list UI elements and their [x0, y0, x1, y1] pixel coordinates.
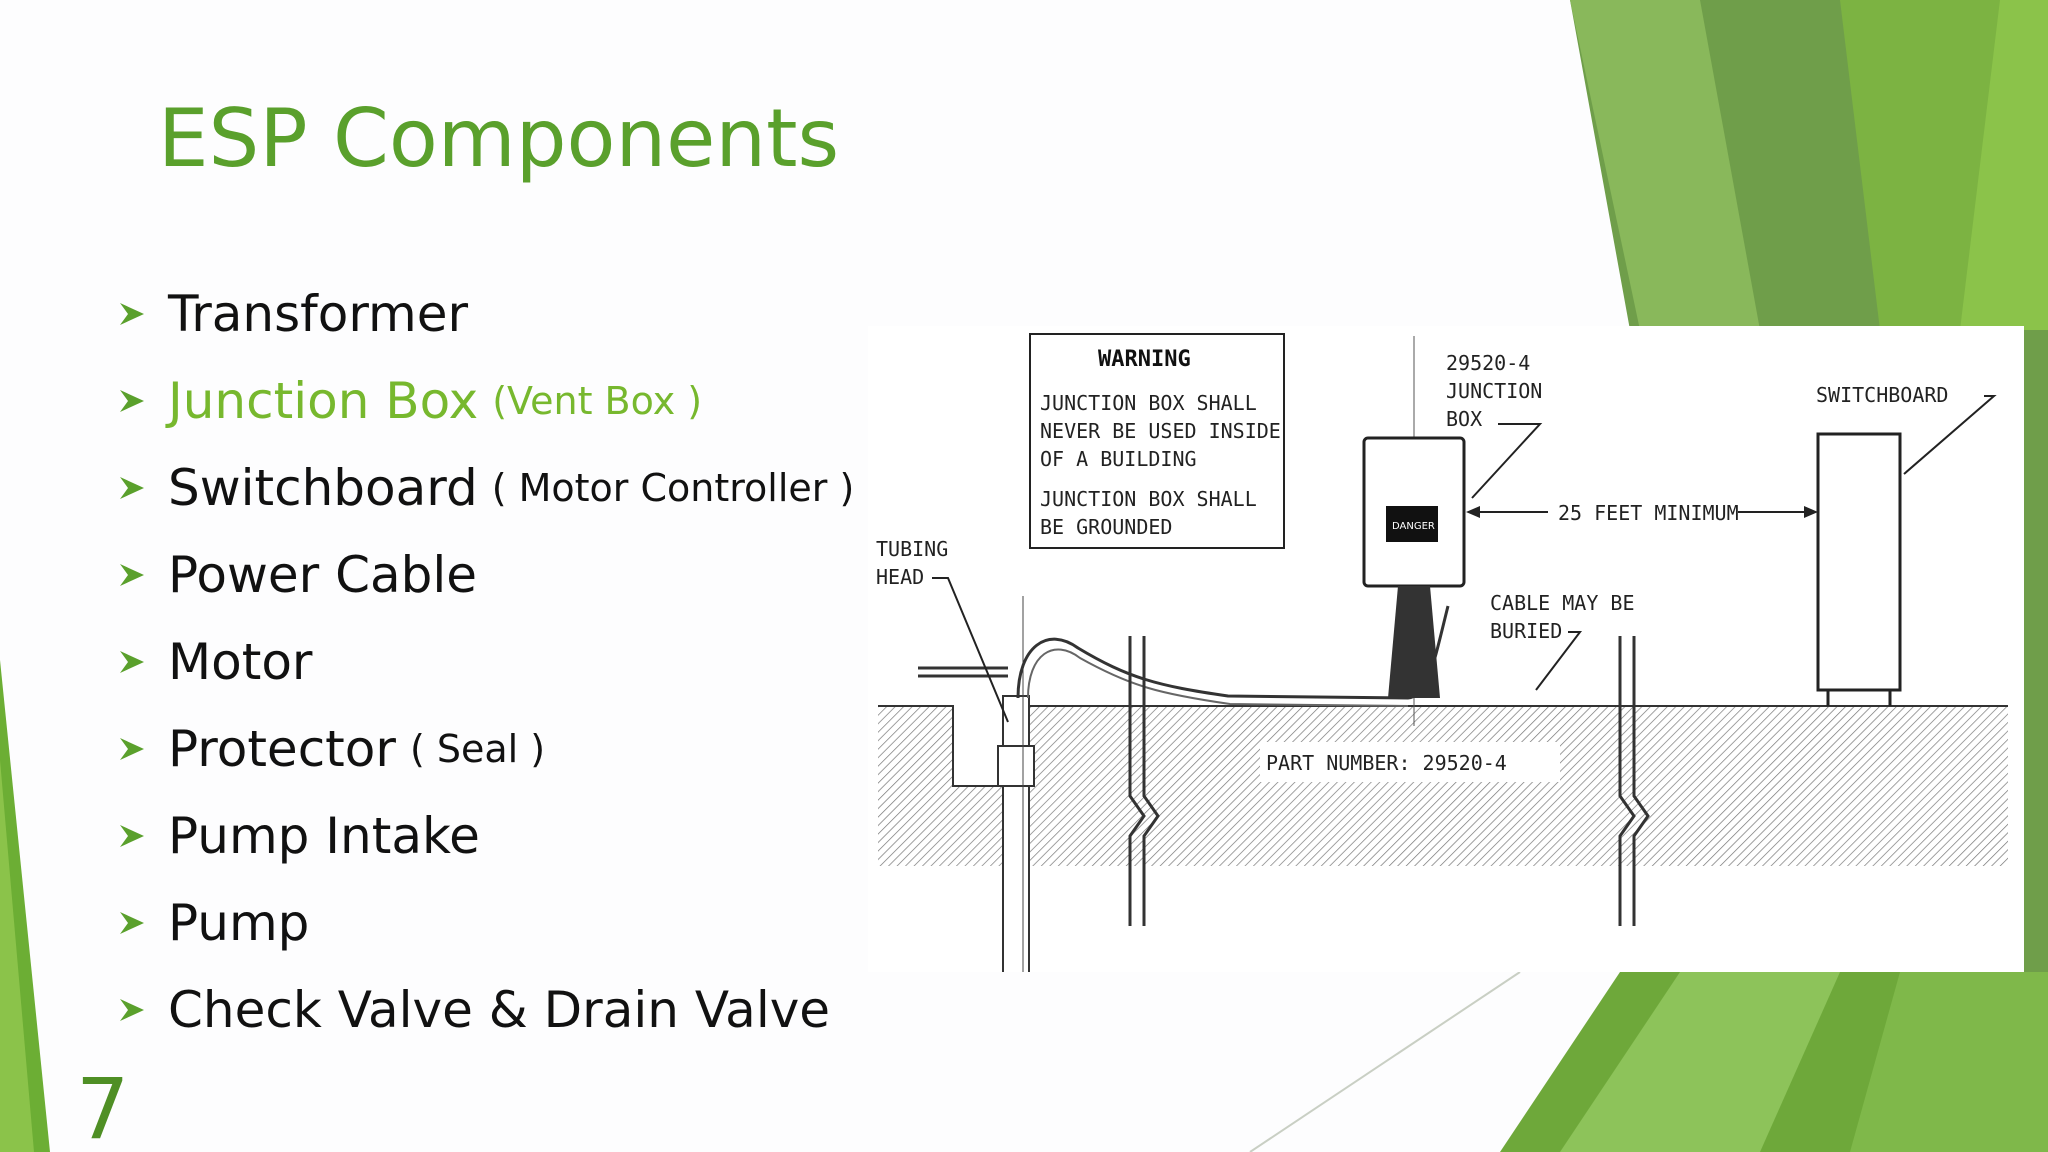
pipe-break-left-2	[1142, 636, 1160, 926]
list-item: Check Valve & Drain Valve	[118, 966, 854, 1053]
jb-label: BOX	[1446, 407, 1482, 431]
power-cable	[1016, 605, 1450, 700]
power-cable-shadow	[1027, 648, 1409, 707]
page-number: 7	[76, 1060, 130, 1152]
pipe-break-right	[1618, 636, 1636, 926]
arrow-bullet-icon	[118, 381, 168, 421]
warning-line: BE GROUNDED	[1040, 515, 1172, 539]
arrow-bullet-icon	[118, 903, 168, 943]
list-item-label: Power Cable	[168, 545, 478, 604]
cable-label: CABLE MAY BE	[1490, 591, 1635, 615]
warning-sign	[1029, 333, 1285, 549]
tubing-label: HEAD	[876, 565, 924, 589]
junction-box-diagram: DANGER WARNING JUNCTION BOX SHALL NEVER …	[868, 326, 2024, 972]
list-item: Protector ( Seal )	[118, 705, 854, 792]
list-item-label: Check Valve & Drain Valve	[168, 980, 831, 1039]
list-item-label: Junction Box	[168, 371, 479, 430]
list-item-label: Pump	[168, 893, 310, 952]
arrow-bullet-icon	[118, 816, 168, 856]
arrow-bullet-icon	[118, 555, 168, 595]
list-item-label: Pump Intake	[168, 806, 480, 865]
warning-title: WARNING	[1098, 347, 1191, 372]
bg-light-band	[1570, 0, 1760, 330]
tubing-string	[1002, 695, 1030, 972]
tubing-head	[997, 745, 1035, 787]
arrowhead-left	[1466, 506, 1480, 518]
danger-plate-label: DANGER	[1392, 521, 1435, 532]
bg-thin-line	[1249, 971, 1521, 1152]
list-item-label: Transformer	[168, 284, 469, 343]
list-item-label: Switchboard	[168, 458, 478, 517]
jb-part-label: 29520-4	[1446, 351, 1530, 375]
arrow-bullet-icon	[118, 729, 168, 769]
pipe-break-right-2	[1632, 636, 1650, 926]
arrow-bullet-icon	[118, 468, 168, 508]
arrowhead-right	[1804, 506, 1818, 518]
pipe-break-left	[1128, 636, 1146, 926]
tubing-label: TUBING	[876, 537, 948, 561]
ground-surface	[878, 705, 2008, 787]
switchboard-cabinet	[1816, 432, 1902, 692]
jb-cable-entry	[1388, 586, 1440, 698]
arrow-bullet-icon	[118, 642, 168, 682]
warning-line: NEVER BE USED INSIDE	[1040, 419, 1281, 443]
bg-bottom-right	[1850, 972, 2048, 1152]
list-item: Power Cable	[118, 531, 854, 618]
warning-line: OF A BUILDING	[1040, 447, 1197, 471]
jb-leader	[1471, 423, 1543, 499]
cable-leader	[1535, 631, 1583, 691]
distance-label: 25 FEET MINIMUM	[1558, 501, 1739, 525]
switchboard-leader	[1903, 395, 1997, 475]
list-item-note: ( Seal )	[409, 726, 546, 771]
slide-title: ESP Components	[158, 92, 840, 185]
list-item: Pump Intake	[118, 792, 854, 879]
cable-label: BURIED	[1490, 619, 1562, 643]
list-item: Transformer	[118, 270, 854, 357]
list-item: Junction Box (Vent Box )	[118, 357, 854, 444]
danger-plate	[1386, 506, 1438, 542]
bg-left-strip-light	[0, 760, 34, 1152]
list-item-label: Motor	[168, 632, 313, 691]
component-list: Transformer Junction Box (Vent Box ) Swi…	[118, 270, 854, 1053]
list-item-label: Protector	[168, 719, 396, 778]
list-item-note: (Vent Box )	[492, 378, 703, 423]
list-item: Motor	[118, 618, 854, 705]
list-item: Switchboard ( Motor Controller )	[118, 444, 854, 531]
warning-line: JUNCTION BOX SHALL	[1040, 391, 1257, 415]
warning-line: JUNCTION BOX SHALL	[1040, 487, 1257, 511]
bg-edge-band	[1960, 0, 2048, 330]
list-item: Pump	[118, 879, 854, 966]
jb-label: JUNCTION	[1446, 379, 1542, 403]
list-item-note: ( Motor Controller )	[491, 465, 855, 510]
switchboard-label: SWITCHBOARD	[1816, 383, 1948, 407]
ground-section	[878, 706, 2008, 866]
arrow-bullet-icon	[118, 294, 168, 334]
part-number-label: PART NUMBER: 29520-4	[1266, 751, 1507, 775]
tubing-leader	[932, 577, 1009, 723]
arrow-bullet-icon	[118, 990, 168, 1030]
part-number-box	[1260, 742, 1560, 782]
bg-bottom-light	[1560, 972, 1840, 1152]
